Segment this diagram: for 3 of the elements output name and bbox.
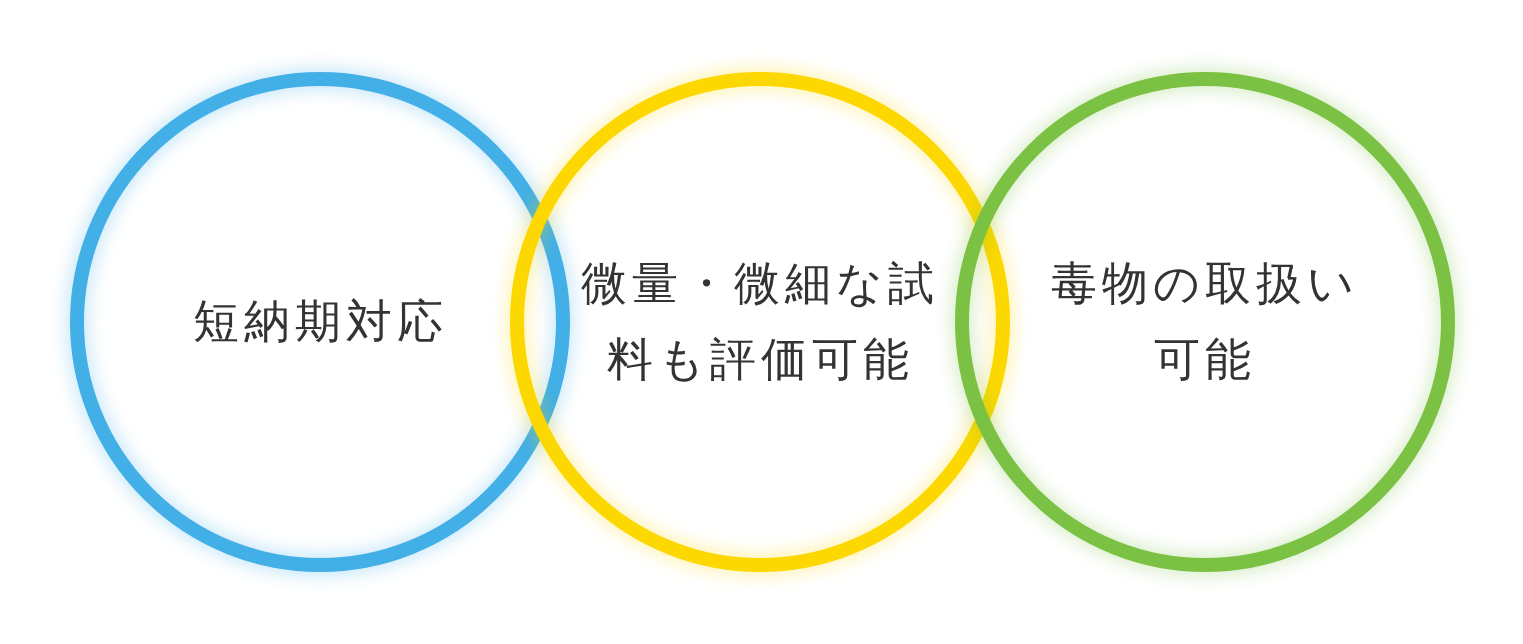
circle-label: 短納期対応: [191, 293, 449, 351]
circle-label: 毒物の取扱い可能: [1050, 255, 1360, 388]
circle-label: 微量・微細な試料も評価可能: [580, 255, 940, 388]
